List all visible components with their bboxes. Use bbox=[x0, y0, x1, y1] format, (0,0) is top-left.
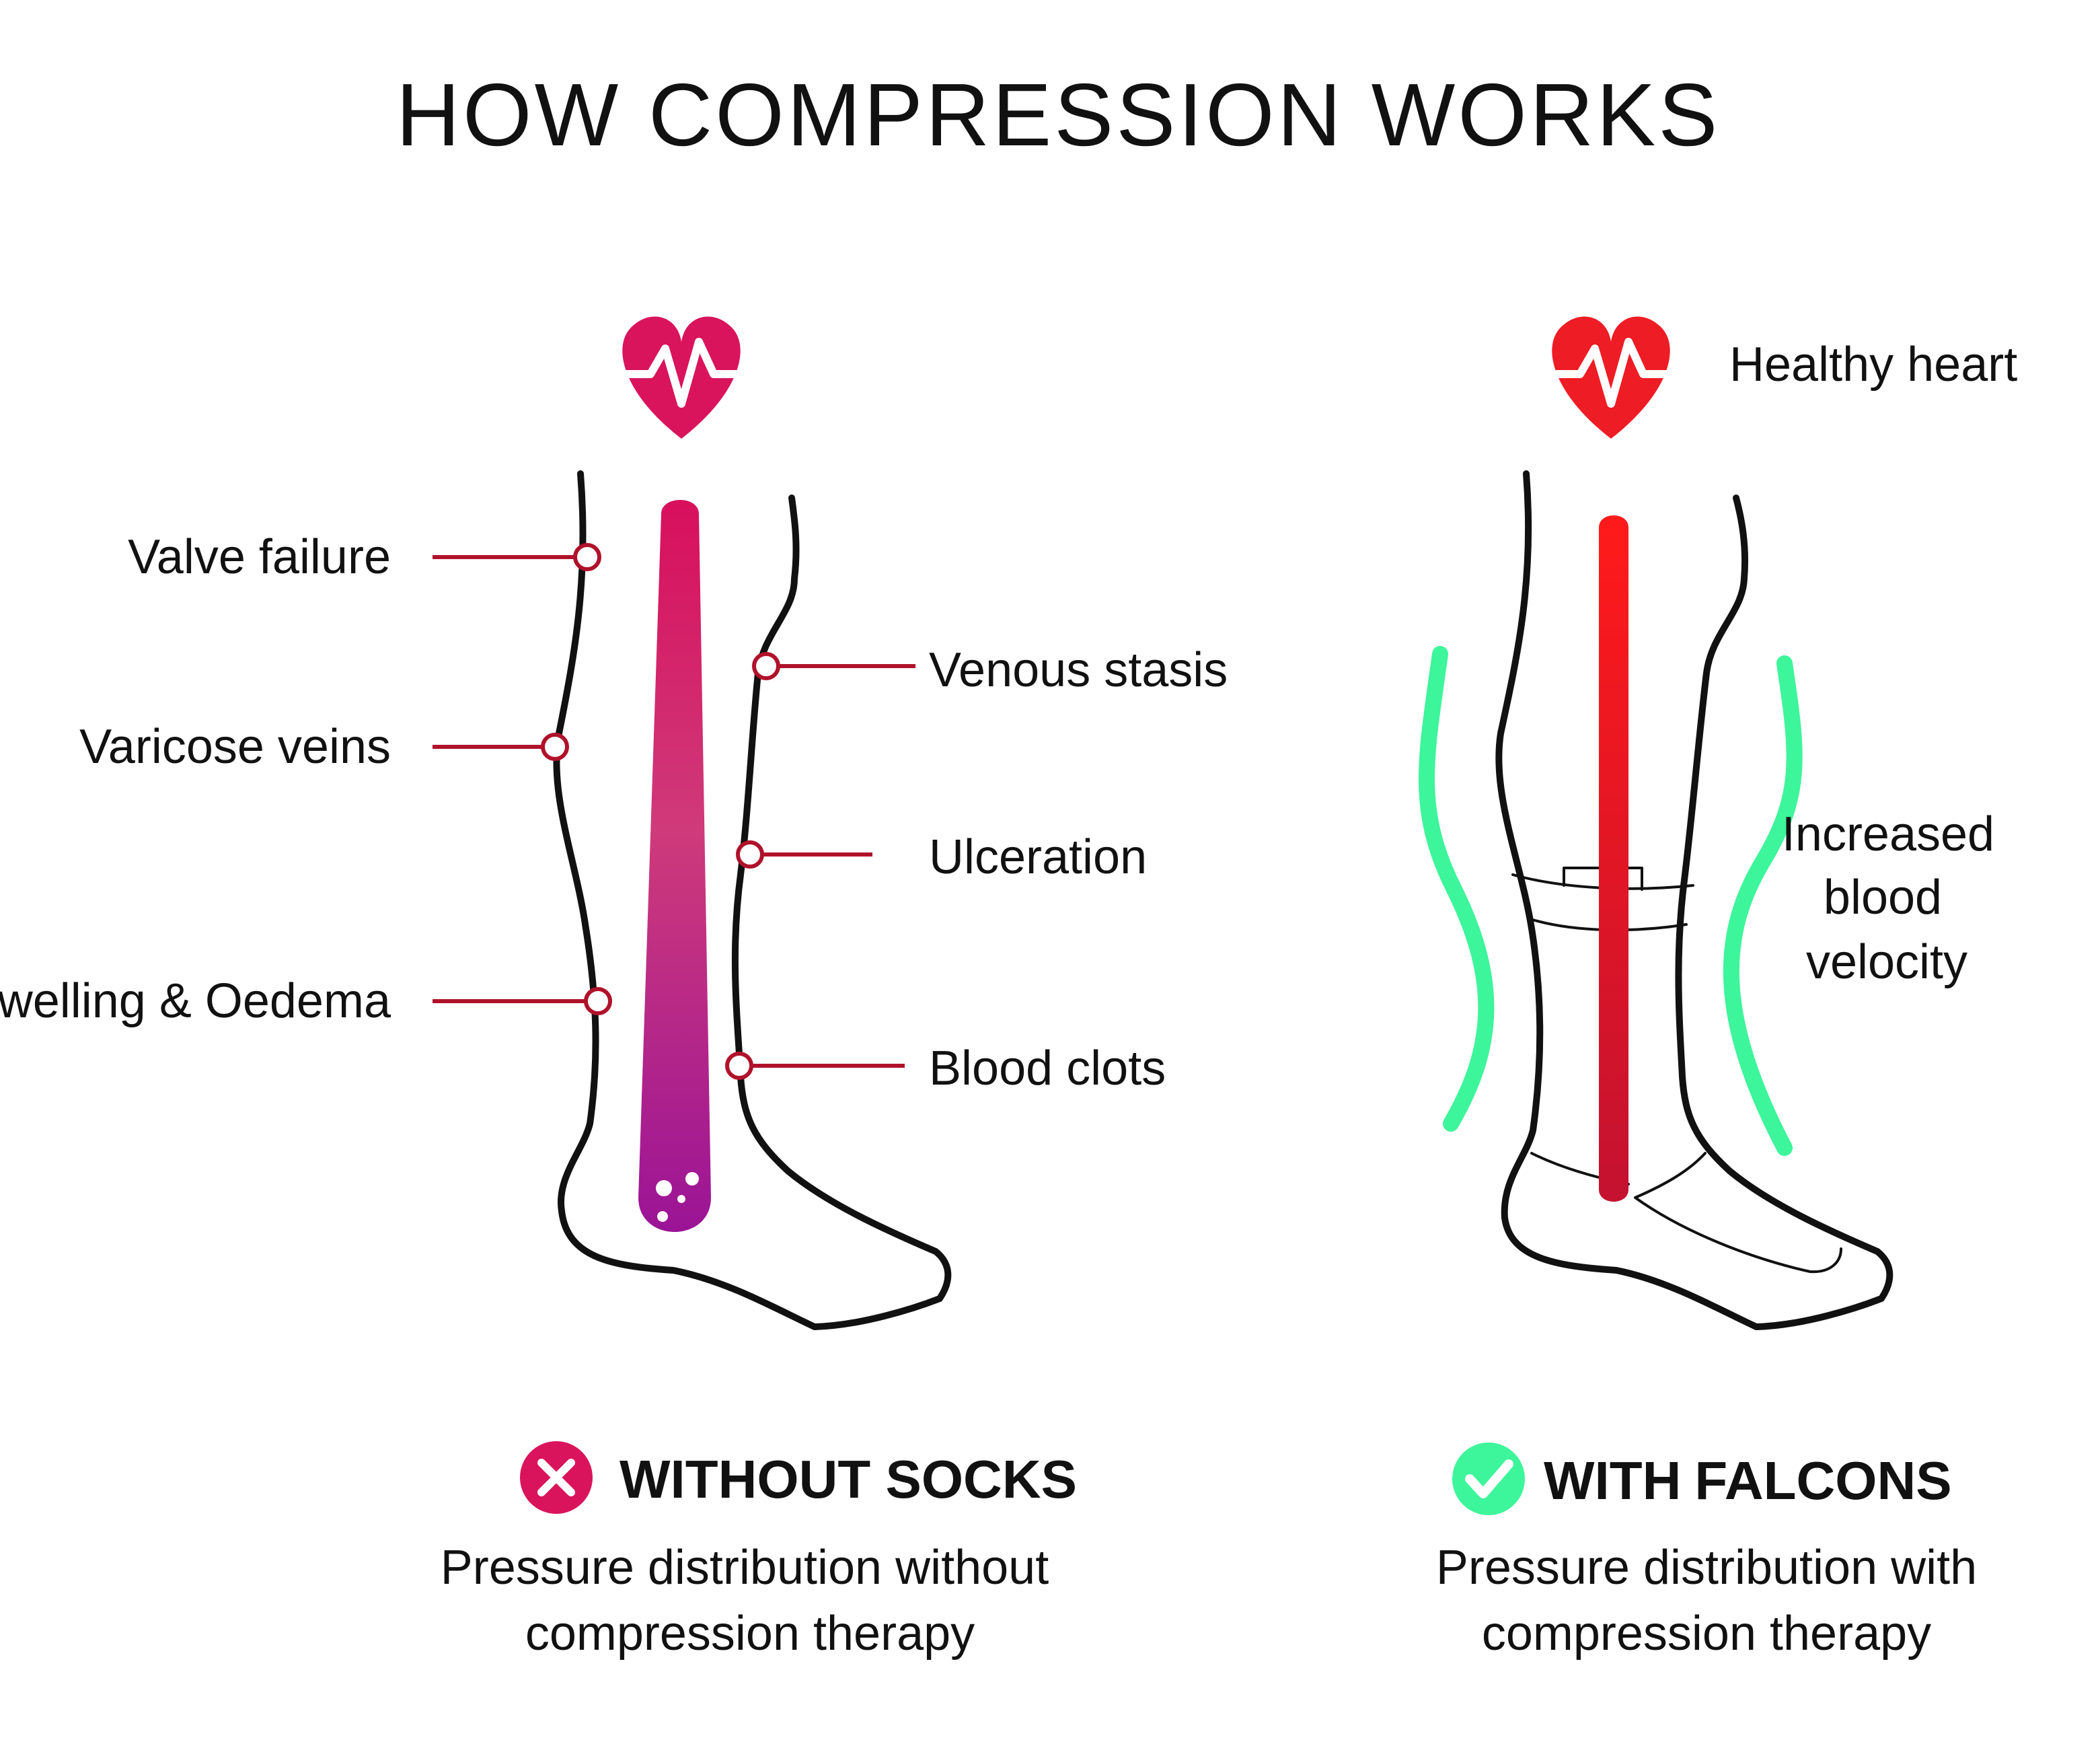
callout-venous-stasis: Venous stasis bbox=[752, 643, 1228, 697]
bare-leg-outline bbox=[553, 470, 952, 1330]
velocity-line-3: velocity bbox=[1806, 935, 1967, 989]
callout-label: Varicose veins bbox=[79, 720, 391, 774]
caption-title: WITHOUT SOCKS bbox=[620, 1449, 1077, 1509]
caption-line-1: Pressure distribution with bbox=[1436, 1541, 1977, 1595]
callout-ulceration: Ulceration bbox=[736, 830, 1147, 884]
right-panel: Healthy heart Increased blood velocity bbox=[1419, 316, 2017, 1661]
clot-bubbles bbox=[656, 1172, 699, 1222]
callout-blood-clots: Blood clots bbox=[725, 1042, 1166, 1095]
healthy-heart-label: Healthy heart bbox=[1729, 338, 2017, 392]
velocity-line-1: Increased bbox=[1782, 807, 1994, 861]
callout-valve-failure: Valve failure bbox=[128, 530, 601, 584]
healthy-heart-icon bbox=[1542, 316, 1684, 439]
caption-title-prefix: WITH bbox=[1544, 1451, 1681, 1510]
heart-icon bbox=[613, 316, 754, 439]
caption-line-2: compression therapy bbox=[525, 1607, 975, 1661]
left-panel: Valve failure Varicose veins Swelling & … bbox=[0, 316, 1228, 1661]
compression-waves bbox=[1419, 646, 1803, 1156]
velocity-line-2: blood bbox=[1824, 871, 1942, 924]
caption-line-2: compression therapy bbox=[1482, 1607, 1931, 1661]
callout-label: Venous stasis bbox=[929, 643, 1228, 697]
caption-line-1: Pressure distribution without bbox=[441, 1541, 1049, 1595]
cross-icon bbox=[520, 1441, 593, 1514]
without-socks-caption: WITHOUT SOCKS Pressure distribution with… bbox=[441, 1441, 1077, 1661]
page-title: HOW COMPRESSION WORKS bbox=[396, 65, 1721, 164]
caption-title-brand: FALCONS bbox=[1694, 1451, 1951, 1510]
callout-label: Valve failure bbox=[128, 530, 391, 584]
callout-varicose-veins: Varicose veins bbox=[79, 720, 569, 774]
healthy-vein bbox=[1599, 515, 1628, 1202]
velocity-label: Increased blood velocity bbox=[1782, 807, 1994, 989]
stagnant-vein bbox=[638, 500, 711, 1232]
check-icon bbox=[1452, 1443, 1525, 1515]
callout-swelling-oedema: Swelling & Oedema bbox=[0, 974, 612, 1028]
callout-label: Ulceration bbox=[929, 830, 1147, 884]
callout-label: Blood clots bbox=[929, 1042, 1166, 1095]
callout-label: Swelling & Oedema bbox=[0, 974, 391, 1028]
